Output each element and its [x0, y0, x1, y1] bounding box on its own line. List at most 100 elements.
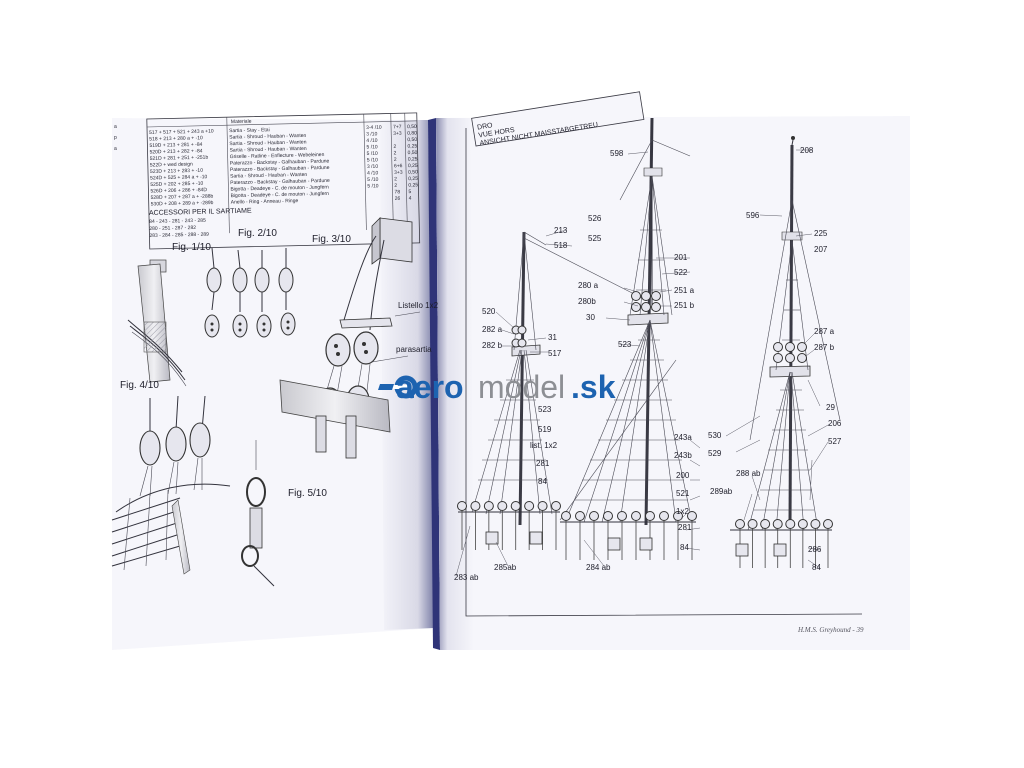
label-251a: 251 a [674, 286, 695, 295]
table-cell: 522D + wed design [150, 161, 193, 168]
table-cell: 518 + 213 + 280 a + -10 [149, 135, 203, 142]
deadeye-icon [510, 501, 521, 511]
fig-5-label: Fig. 5/10 [288, 488, 327, 499]
label-251b: 251 b [674, 301, 695, 310]
label-29: 29 [826, 403, 835, 412]
label-1x2: 1x2 [676, 507, 689, 516]
label-282b: 282 b [482, 341, 503, 350]
table-cell: 3 /10 [367, 164, 378, 170]
table-cell: 0,50 [408, 169, 418, 175]
label-286: 286 [808, 545, 822, 554]
aeromodel-logo: aero model .sk [378, 369, 616, 405]
label-598: 598 [610, 149, 624, 158]
table-cell: 2 [394, 176, 397, 182]
label-525: 525 [588, 234, 602, 243]
label-289ab: 289ab [710, 487, 733, 496]
fig-4-label: Fig. 4/10 [120, 380, 159, 391]
fig-1-label: Fig. 1/10 [172, 242, 211, 253]
table-cell: 524D + 525 + 284 a + -10 [150, 174, 207, 181]
table-cell: 528D + 207 + 287 a + -288b [151, 194, 214, 201]
table-cell: 526D + 206 + 286 + -84D [150, 187, 207, 194]
accessories-row: 283 - 284 - 285 - 288 - 289 [149, 232, 209, 239]
label-287a: 287 a [814, 327, 835, 336]
margin-fragments: a p a [114, 124, 117, 152]
table-cell: 0,50 [407, 137, 417, 143]
table-cell: Griselle - Ratline - Enflecture - Webele… [230, 152, 325, 160]
label-287b: 287 b [814, 343, 835, 352]
deadeye-icon [735, 519, 745, 529]
parasartia-label: parasartia [396, 345, 432, 354]
fig-2-label: Fig. 2/10 [238, 228, 277, 239]
label-284ab: 284 ab [586, 563, 611, 572]
table-cell: 525D + 202 + 285 + -10 [150, 181, 203, 188]
label-281b: 281 [678, 523, 692, 532]
label-523a: 523 [618, 340, 632, 349]
label-518: 518 [554, 241, 568, 250]
table-cell: 2 [393, 144, 396, 150]
label-list: list. 1x2 [530, 441, 558, 450]
callout-labels: 598 208 596 225 207 213 518 526 525 201 … [454, 146, 842, 582]
deadeye-icon [457, 501, 467, 511]
table-cell: 2 [394, 150, 397, 156]
deadeye-icon [760, 519, 771, 529]
label-84b: 84 [680, 543, 689, 552]
table-cell: Sartia - Shroud - Hauban - Wanten [230, 172, 307, 180]
listello-label: Listello 1x2 [398, 301, 439, 310]
table-cell: Sartia - Stay - Etai [229, 127, 270, 134]
table-cell: 5 /10 [367, 183, 378, 189]
deadeye-icon [747, 519, 758, 529]
deadeye-icon [645, 511, 655, 521]
table-cell: 519D + 213 + 281 + -84 [149, 142, 202, 149]
accessories-row: 84 - 243 - 281 - 243 - 285 [149, 218, 206, 225]
table-cell: Sartia - Shroud - Hauban - Wanten [229, 146, 306, 154]
table-cell: 3 /10 [366, 131, 377, 137]
table-cell: 4 /10 [366, 138, 377, 144]
label-517: 517 [548, 349, 562, 358]
deadeye-icon [673, 511, 683, 521]
foremast [471, 231, 553, 526]
deadeye-icon [561, 511, 571, 521]
label-527: 527 [828, 437, 842, 446]
label-283ab: 283 ab [454, 573, 479, 582]
label-521: 521 [676, 489, 690, 498]
fig-5-10: Fig. 5/10 [241, 440, 327, 587]
mainmast [523, 117, 693, 526]
label-207: 207 [814, 245, 828, 254]
table-cell: 0,50 [408, 150, 418, 156]
table-cell: 0,50 [407, 124, 417, 130]
table-cell: 6+6 [394, 163, 403, 169]
deadeye-icon [589, 511, 599, 521]
table-cell: 0,25 [408, 176, 418, 182]
deadeye-icon [687, 511, 697, 521]
deadeye-icon [785, 519, 796, 529]
label-596: 596 [746, 211, 760, 220]
label-201: 201 [674, 253, 688, 262]
label-213: 213 [554, 226, 568, 235]
label-285ab: 285ab [494, 563, 517, 572]
table-cell: Bigotta - Deadeye - C. de mouton - Jungf… [230, 184, 329, 192]
label-225: 225 [814, 229, 828, 238]
deadeye-icon [551, 501, 561, 511]
table-cell: 3+3 [393, 131, 402, 137]
table-cell: Anello - Ring - Anneau - Ringe [231, 198, 299, 206]
label-84c: 84 [812, 563, 821, 572]
deadeye-icon [772, 519, 783, 529]
table-cell: 0,80 [407, 130, 417, 136]
deadeye-icon [797, 519, 808, 529]
deadeye-icon [631, 511, 641, 521]
deadeye-icon [603, 511, 613, 521]
fig-3-label: Fig. 3/10 [312, 234, 351, 245]
label-288ab: 288 ab [736, 469, 761, 478]
table-cell: 7+7 [393, 124, 402, 130]
svg-text:p: p [114, 135, 117, 141]
table-cell: 523D + 213 + 283 + -10 [150, 168, 203, 175]
label-280b: 280b [578, 297, 596, 306]
deadeye-icon [617, 511, 627, 521]
table-cell: 0,25 [407, 143, 417, 149]
table-cell: 26 [395, 196, 401, 202]
table-cell: 2 [394, 157, 397, 163]
label-84a: 84 [538, 477, 547, 486]
page-footer: H.M.S. Greyhound - 39 [797, 626, 864, 634]
